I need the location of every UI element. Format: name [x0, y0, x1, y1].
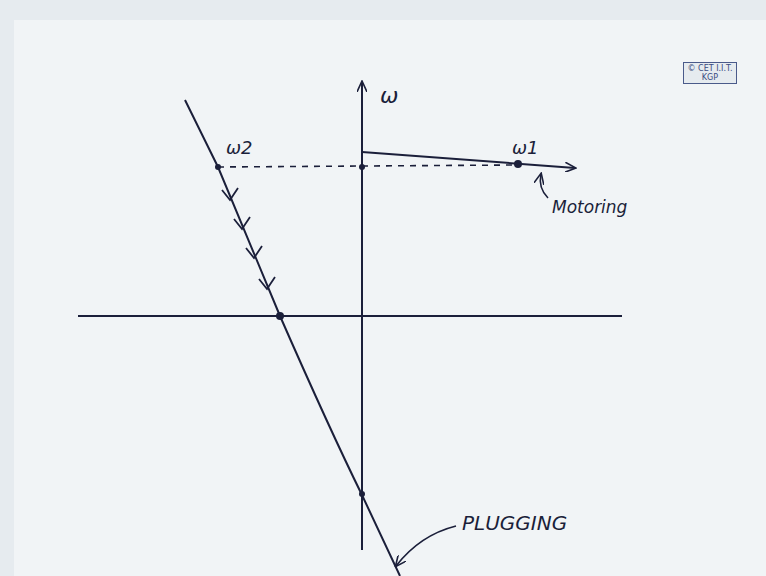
watermark-text: © CET I.I.T. KGP: [687, 64, 733, 82]
curve-label: PLUGGING: [462, 512, 567, 534]
axis-crossing-point: [359, 491, 365, 497]
motoring-leader: [540, 174, 548, 198]
torque-axis: [78, 315, 622, 317]
curve-label: Motoring: [552, 198, 627, 217]
direction-ticks: [222, 188, 275, 289]
axis-label: ω: [380, 84, 398, 108]
speed-label: ω2: [226, 138, 253, 158]
paper-sheet: [14, 20, 766, 576]
watermark-box: © CET I.I.T. KGP: [683, 62, 737, 84]
plugging-leader: [396, 526, 456, 566]
motoring-line: [362, 152, 575, 168]
speed-label: ω1: [512, 138, 539, 158]
plugging-line: [185, 100, 400, 576]
dashed-speed-line: [218, 165, 514, 167]
zero-speed-point: [276, 312, 284, 320]
axis-point: [359, 164, 365, 170]
plugging-start-point: [215, 164, 221, 170]
operating-point: [514, 160, 522, 168]
